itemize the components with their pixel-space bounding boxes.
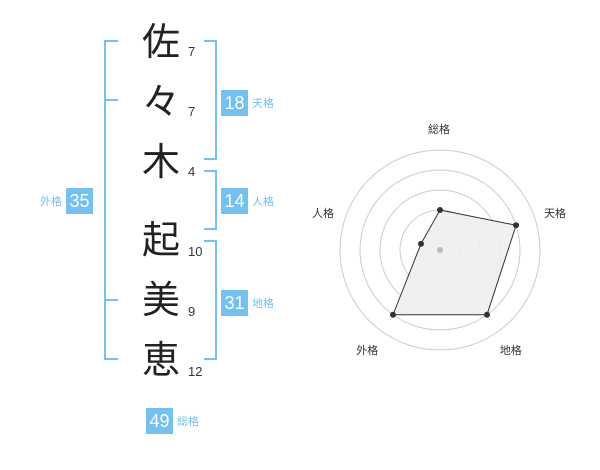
stroke-count: 10	[188, 244, 203, 259]
name-character: 々	[141, 80, 180, 124]
tenkaku-score: 18 天格	[221, 90, 274, 116]
radar-point	[513, 222, 520, 229]
jinkaku-bracket	[204, 170, 217, 230]
stroke-count: 4	[188, 164, 196, 179]
tenkaku-bracket	[204, 40, 217, 160]
chikaku-bracket	[204, 240, 217, 360]
score-label: 地格	[252, 297, 274, 310]
bracket-tick	[104, 299, 118, 301]
name-character: 木	[141, 140, 180, 184]
bracket-tick	[104, 99, 118, 101]
name-character: 起	[141, 218, 180, 262]
score-label: 人格	[252, 195, 274, 208]
score-label: 総格	[177, 415, 199, 428]
score-value: 31	[221, 290, 248, 316]
radar-polygon	[392, 209, 517, 316]
score-value: 14	[221, 188, 248, 214]
axis-label: 総格	[428, 123, 450, 136]
stroke-count: 7	[188, 104, 196, 119]
radar-point	[437, 207, 443, 213]
radar-point	[389, 311, 396, 318]
stroke-count: 9	[188, 304, 196, 319]
jinkaku-score: 14 人格	[221, 188, 274, 214]
radar-ring	[339, 149, 541, 351]
name-character: 佐	[141, 20, 180, 64]
score-label: 天格	[252, 97, 274, 110]
axis-label: 天格	[544, 207, 567, 221]
radar-center	[437, 247, 443, 253]
score-value: 49	[146, 408, 173, 434]
score-label: 外格	[40, 195, 62, 208]
name-panel: 佐 々 木 起 美 恵 7 7 4 10 9 12 18 天格 14 人格 31…	[40, 20, 274, 434]
radar-ring	[359, 169, 521, 331]
score-value: 35	[66, 188, 93, 214]
gaikaku-score: 外格 35	[40, 188, 93, 214]
radar-chart: 総格 天格 地格 外格 人格	[300, 90, 600, 390]
soukaku-score: 49 総格	[146, 408, 199, 434]
axis-label: 人格	[311, 207, 334, 221]
score-value: 18	[221, 90, 248, 116]
axis-label: 地格	[499, 343, 522, 357]
axis-label: 外格	[356, 343, 379, 357]
name-character: 恵	[141, 338, 180, 382]
gaikaku-bracket	[104, 40, 118, 360]
radar-point	[484, 311, 491, 318]
radar-svg	[339, 149, 541, 351]
chikaku-score: 31 地格	[221, 290, 274, 316]
stroke-count: 12	[188, 364, 203, 379]
radar-point	[417, 240, 424, 247]
name-character: 美	[141, 278, 180, 322]
stroke-count: 7	[188, 44, 196, 59]
